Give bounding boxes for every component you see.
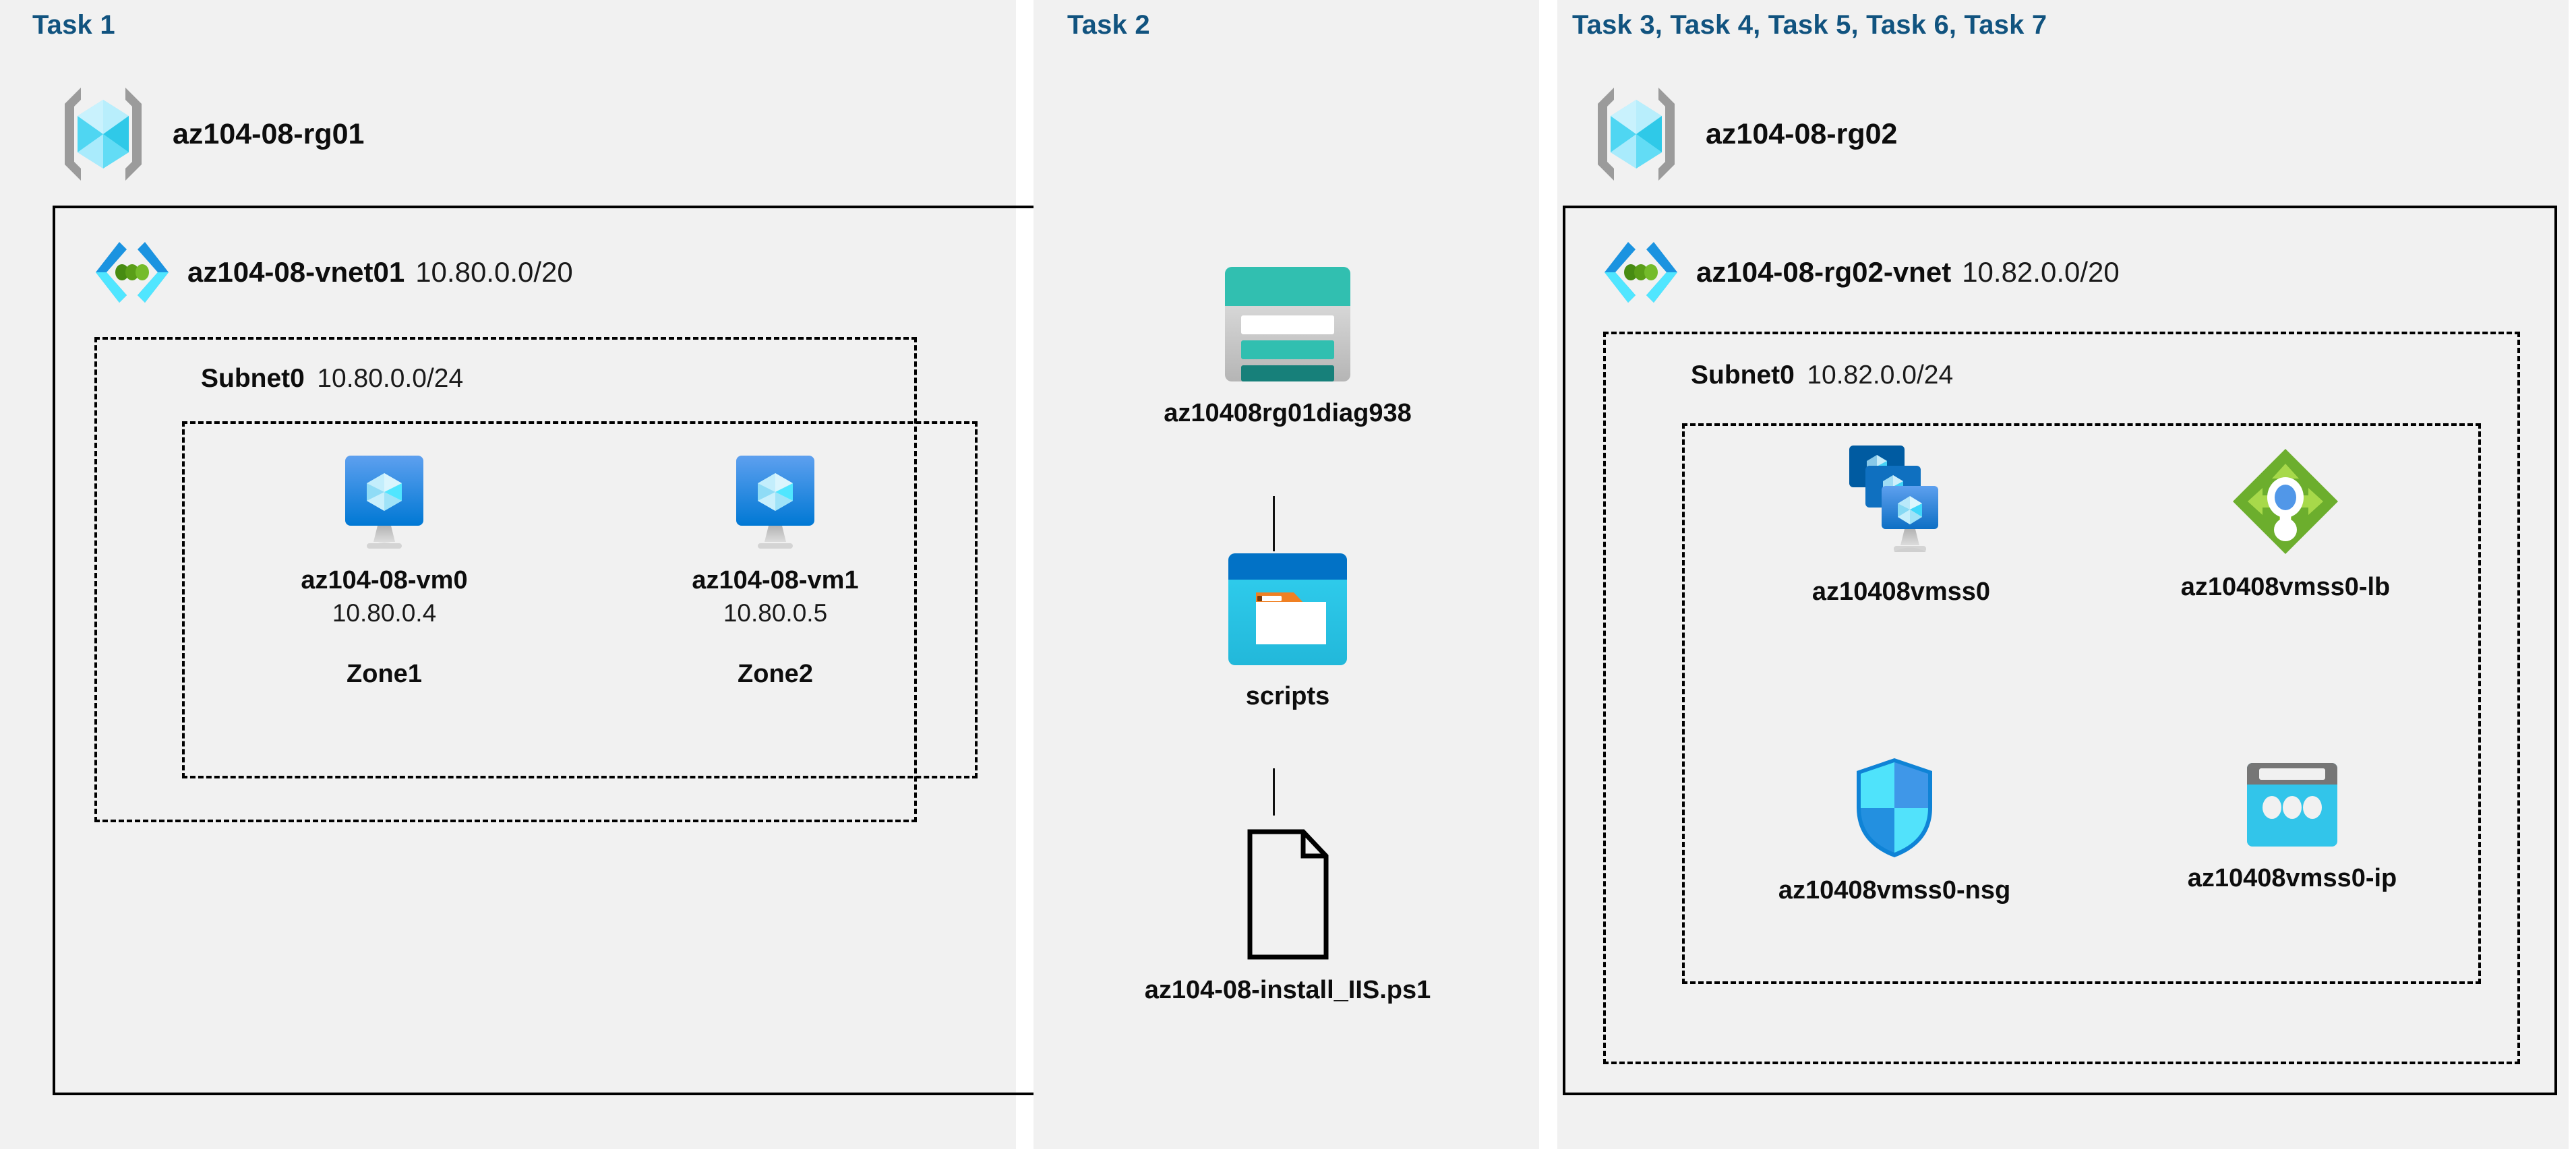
vmss-name: az10408vmss0 (1811, 578, 1991, 606)
task-label-1: Task 1 (32, 10, 115, 40)
resource-group-icon (1586, 81, 1687, 187)
subnet-cidr: 10.82.0.0/24 (1807, 361, 1954, 390)
vnet-header-az104-08-rg02-vnet: az104-08-rg02-vnet 10.82.0.0/20 (1603, 239, 2120, 305)
node-az10408vmss0-ip: az10408vmss0-ip (2151, 760, 2434, 893)
task-label-3-7: Task 3, Task 4, Task 5, Task 6, Task 7 (1572, 10, 2047, 40)
storage-account-name: az10408rg01diag938 (1164, 399, 1412, 427)
subnet-name: Subnet0 (1691, 361, 1795, 390)
storage-account-icon (1222, 264, 1353, 384)
subnet0-header-task3-7: Subnet0 10.82.0.0/24 (1691, 361, 1953, 390)
node-az10408rg01diag938: az10408rg01diag938 (1146, 264, 1429, 428)
subnet0-header-task1: Subnet0 10.80.0.0/24 (201, 364, 463, 394)
node-az104-08-install-iis-ps1: az104-08-install_IIS.ps1 (1133, 828, 1443, 1005)
vm-ip: 10.80.0.5 (723, 599, 828, 627)
load-balancer-name: az10408vmss0-lb (2180, 573, 2391, 601)
node-az104-08-vm1: az104-08-vm1 10.80.0.5 Zone2 (674, 452, 876, 689)
vm-scale-set-icon (1840, 441, 1963, 563)
vnet-cidr: 10.80.0.0/20 (415, 256, 573, 288)
vnet-box-az104-08-rg02-vnet (1563, 206, 2557, 1095)
subnet-cidr: 10.80.0.0/24 (317, 364, 464, 393)
public-ip-address-icon (2244, 760, 2340, 849)
node-az10408vmss0-nsg: az10408vmss0-nsg (1753, 755, 2036, 905)
resource-group-name: az104-08-rg02 (1706, 117, 1898, 150)
file-name: az104-08-install_IIS.ps1 (1144, 976, 1431, 1004)
node-scripts: scripts (1146, 551, 1429, 711)
container-name: scripts (1245, 682, 1330, 710)
vnet-icon (1603, 239, 1679, 305)
virtual-machine-icon (728, 452, 822, 551)
node-az10408vmss0-lb: az10408vmss0-lb (2144, 445, 2427, 602)
vm-zone: Zone2 (738, 660, 813, 688)
node-az10408vmss0: az10408vmss0 (1760, 441, 2043, 607)
resource-group-icon (53, 81, 154, 187)
task-label-2: Task 2 (1067, 10, 1150, 40)
resource-group-name: az104-08-rg01 (173, 117, 365, 150)
connector-storage-to-container (1273, 496, 1275, 551)
vm-name: az104-08-vm1 (692, 566, 859, 594)
network-security-group-icon (1851, 755, 1938, 861)
resource-group-rg02: az104-08-rg02 (1586, 81, 1897, 187)
virtual-machine-icon (337, 452, 431, 551)
vm-zone: Zone1 (347, 660, 422, 688)
vnet-cidr: 10.82.0.0/20 (1962, 256, 2120, 288)
load-balancer-icon (2229, 445, 2342, 558)
node-az104-08-vm0: az104-08-vm0 10.80.0.4 Zone1 (283, 452, 485, 689)
availability-zone-box (182, 421, 978, 778)
vm-name: az104-08-vm0 (301, 566, 468, 594)
connector-container-to-file (1273, 768, 1275, 816)
public-ip-name: az10408vmss0-ip (2187, 864, 2397, 892)
vnet-name: az104-08-rg02-vnet (1696, 256, 1952, 288)
subnet-name: Subnet0 (201, 364, 305, 393)
vnet-icon (94, 239, 170, 305)
blob-container-icon (1226, 551, 1349, 667)
file-icon (1244, 828, 1331, 961)
panel-task3-7 (1557, 0, 2569, 1149)
subnet-resources-box (1682, 423, 2481, 984)
vnet-header-az104-08-vnet01: az104-08-vnet01 10.80.0.0/20 (94, 239, 573, 305)
resource-group-rg01: az104-08-rg01 (53, 81, 364, 187)
vm-ip: 10.80.0.4 (332, 599, 437, 627)
subnet0-box-task1 (94, 337, 917, 822)
nsg-name: az10408vmss0-nsg (1778, 876, 2011, 904)
subnet0-box-task3-7 (1603, 332, 2520, 1064)
panel-task1 (0, 0, 1016, 1149)
vnet-name: az104-08-vnet01 (187, 256, 405, 288)
